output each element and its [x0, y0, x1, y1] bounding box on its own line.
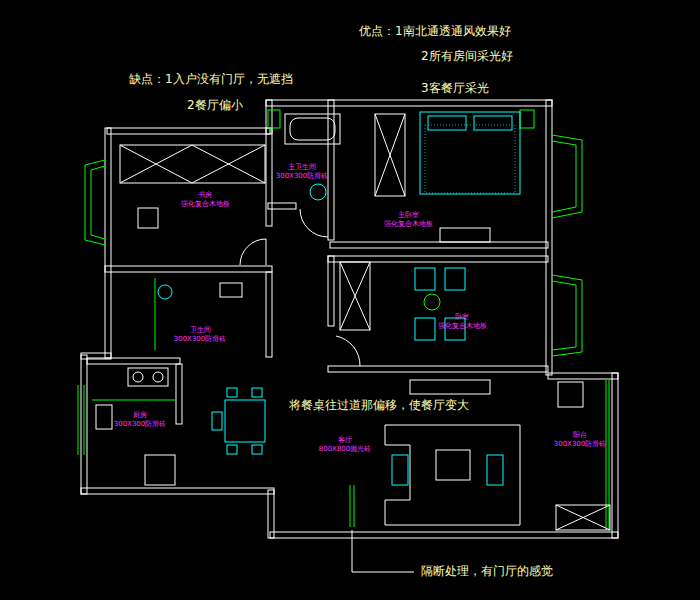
- room-name: 厨房: [114, 411, 167, 420]
- annotation-note: 缺点：1入户没有门厅，无遮挡: [128, 72, 294, 86]
- floor-material: 强化复合木地板: [384, 220, 433, 229]
- room-name: 书房: [181, 191, 230, 200]
- room-name: 卧室: [438, 313, 487, 322]
- room-label: 客厅800X800抛光砖: [317, 434, 374, 456]
- room-name: 阳台: [554, 431, 607, 440]
- room-label: 阳台300X300防滑砖: [552, 429, 609, 451]
- floor-material: 300X300防滑砖: [554, 440, 607, 449]
- annotation-note: 将餐桌往过道那偏移，使餐厅变大: [288, 398, 470, 412]
- annotation-note: 隔断处理，有门厅的感觉: [420, 564, 554, 578]
- room-label: 主卫生间300X300防滑砖: [274, 161, 331, 183]
- annotation-note: 2所有房间采光好: [420, 49, 514, 63]
- room-name: 客厅: [319, 436, 372, 445]
- floor-material: 300X300防滑砖: [276, 172, 329, 181]
- room-name: 主卧室: [384, 211, 433, 220]
- room-name: 卫生间: [174, 326, 227, 335]
- room-label: 卫生间300X300防滑砖: [172, 324, 229, 346]
- floor-material: 强化复合木地板: [181, 200, 230, 209]
- annotation-note: 2餐厅偏小: [186, 98, 244, 112]
- floor-material: 300X300防滑砖: [174, 335, 227, 344]
- floor-material: 强化复合木地板: [438, 322, 487, 331]
- room-label: 卧室强化复合木地板: [436, 311, 489, 333]
- floor-material: 300X300防滑砖: [114, 420, 167, 429]
- room-name: 主卫生间: [276, 163, 329, 172]
- room-label: 主卧室强化复合木地板: [382, 209, 435, 231]
- leader-line: [352, 530, 414, 572]
- room-label: 书房强化复合木地板: [179, 189, 232, 211]
- room-label: 厨房300X300防滑砖: [112, 409, 169, 431]
- annotation-note: 优点：1南北通透通风效果好: [358, 24, 512, 38]
- annotation-note: 3客餐厅采光: [420, 81, 490, 95]
- floor-material: 800X800抛光砖: [319, 445, 372, 454]
